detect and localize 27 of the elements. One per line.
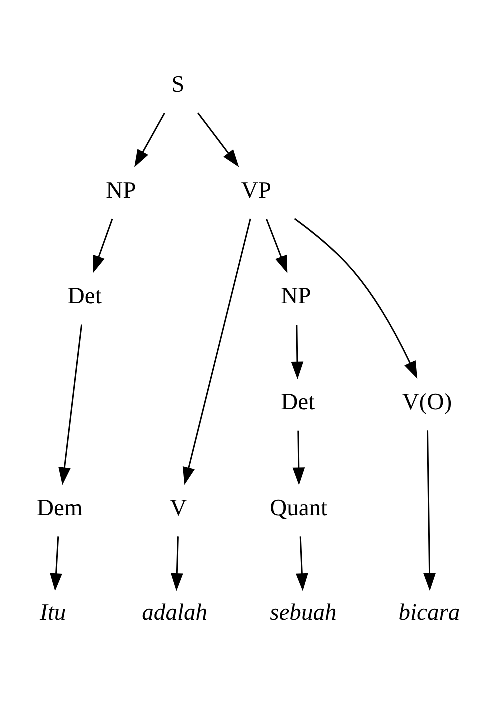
node-text: NP <box>106 177 136 204</box>
arrow <box>291 324 304 380</box>
arrow <box>93 218 114 274</box>
arrow <box>50 536 62 591</box>
node-text: NP <box>281 283 312 310</box>
node-text: Dem <box>37 494 83 521</box>
node-text: sebuah <box>270 599 337 626</box>
node-text: S <box>172 71 185 98</box>
arrow <box>294 218 418 379</box>
arrow <box>58 324 83 485</box>
arrow <box>266 218 288 274</box>
node-text: V <box>170 494 188 521</box>
node-text: bicara <box>398 599 460 626</box>
node-text: Quant <box>270 494 328 521</box>
node-text: Det <box>68 283 102 310</box>
arrow <box>424 430 436 591</box>
node-text: Det <box>281 389 316 416</box>
node-text: Itu <box>40 599 66 626</box>
arrow <box>296 536 308 591</box>
arrow <box>292 430 306 485</box>
arrow <box>170 536 184 591</box>
node-text: adalah <box>142 599 208 626</box>
arrow <box>198 112 240 167</box>
arrow <box>134 112 166 168</box>
node-text: VP <box>241 177 272 204</box>
node-text: V(O) <box>402 389 452 416</box>
arrow <box>182 218 252 485</box>
